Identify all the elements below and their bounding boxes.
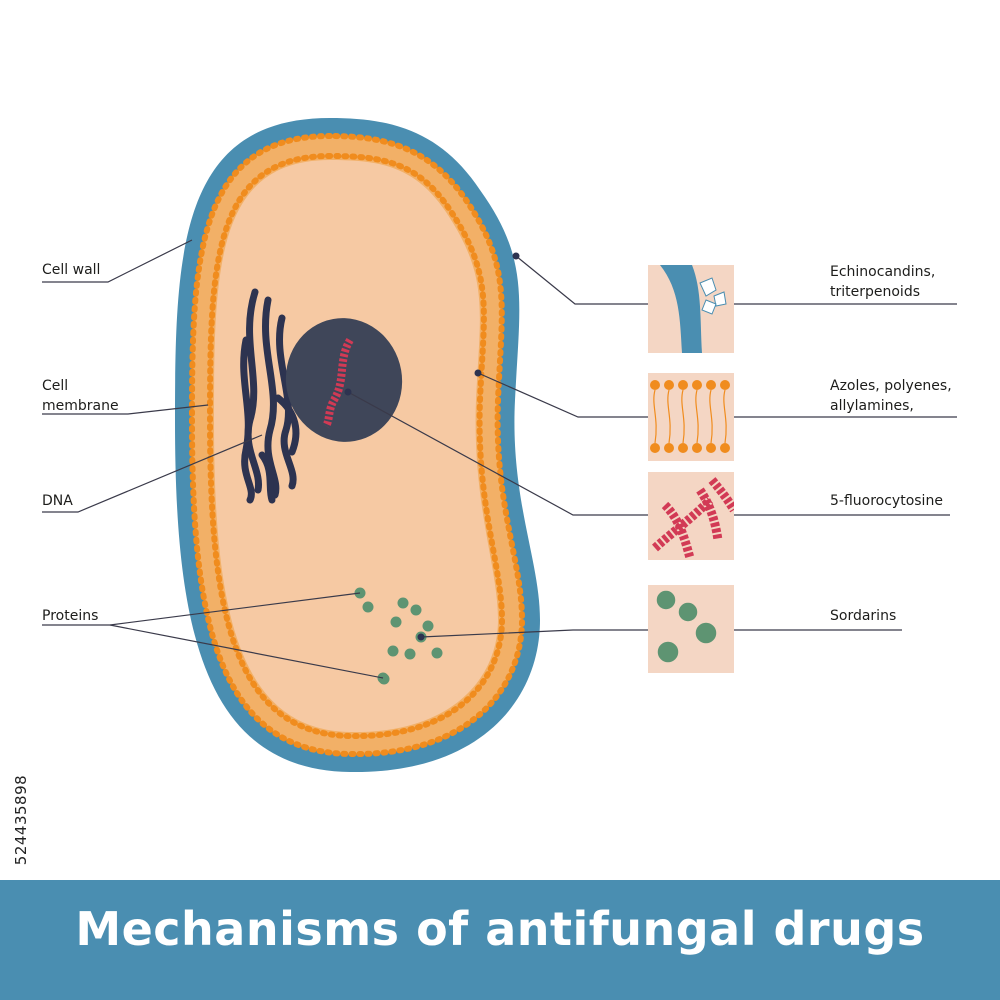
protein-dot xyxy=(387,645,399,657)
protein-dot xyxy=(422,620,434,632)
cytoplasm xyxy=(214,160,498,733)
nucleus-dna-icon xyxy=(322,337,354,429)
protein-dot xyxy=(431,647,443,659)
protein-dot xyxy=(410,604,422,616)
label-5-fluorocytosine: 5-fluorocytosine xyxy=(830,493,943,509)
nucleus xyxy=(285,318,403,442)
title-banner xyxy=(0,880,1000,1000)
protein-dot xyxy=(362,601,374,613)
label-proteins: Proteins xyxy=(42,608,99,624)
leader-dots xyxy=(344,252,520,641)
inset-cell-wall xyxy=(648,265,734,353)
inset-proteins xyxy=(648,585,734,673)
fungal-cell xyxy=(175,118,540,773)
label-cell-membrane-line2: membrane xyxy=(42,398,119,414)
protein-dot xyxy=(390,616,402,628)
dna-chromatin xyxy=(240,288,300,504)
label-echinocandins-line2: triterpenoids xyxy=(830,284,921,300)
label-azoles-line2: allylamines, xyxy=(830,398,914,414)
label-cell-membrane-line1: Cell xyxy=(42,378,69,394)
label-azoles-line1: Azoles, polyenes, xyxy=(830,378,952,394)
page-title: Mechanisms of antifungal drugs xyxy=(75,902,925,956)
inset-dna xyxy=(648,472,734,560)
protein-dot xyxy=(404,648,416,660)
label-dna: DNA xyxy=(42,493,73,509)
protein-dot xyxy=(397,597,409,609)
proteins-cluster xyxy=(354,587,443,685)
leader-lines xyxy=(42,239,957,679)
membrane-inner xyxy=(206,152,506,740)
inset-cell-membrane xyxy=(648,373,734,461)
image-id-text: 524435898 xyxy=(12,774,30,866)
label-cell-wall: Cell wall xyxy=(42,262,101,278)
label-sordarins: Sordarins xyxy=(830,608,897,624)
label-echinocandins-line1: Echinocandins, xyxy=(830,264,936,280)
